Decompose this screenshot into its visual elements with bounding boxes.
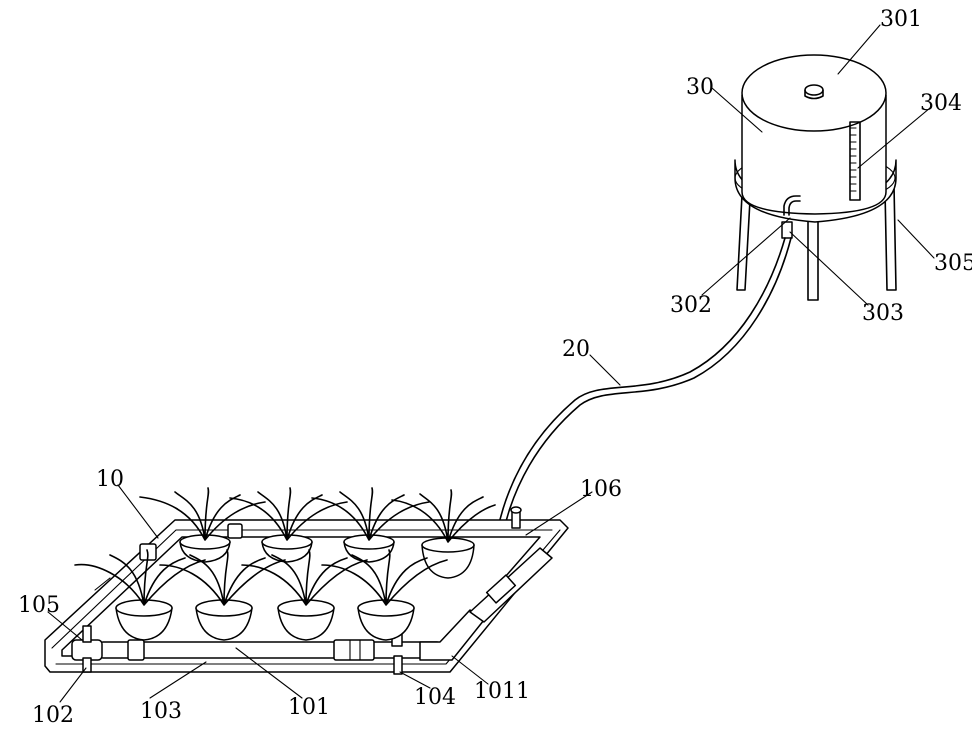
inlet-connector (485, 574, 517, 604)
label-support-stand: 305 (934, 251, 972, 276)
label-level-scale: 304 (920, 91, 962, 116)
label-plant-frame: 10 (96, 467, 124, 492)
label-outlet-valve: 303 (862, 301, 904, 326)
plant-rows (74, 487, 496, 641)
label-main-pipe: 101 (288, 695, 330, 720)
label-outlet-pipe: 302 (670, 293, 712, 318)
label-pipe-elbow: 1011 (474, 679, 530, 704)
main-pipe (99, 639, 441, 661)
label-tank-knob: 301 (880, 7, 922, 32)
label-valve: 104 (414, 685, 456, 710)
label-inlet-connector: 106 (580, 477, 622, 502)
tank-knob (804, 84, 824, 96)
outlet-valve (781, 221, 793, 239)
plant-pot (241, 549, 368, 641)
plant-pot (74, 549, 206, 641)
plant-pot (391, 489, 496, 579)
water-tank-assembly (734, 54, 897, 301)
part-labels: 301 30 304 305 302 303 20 10 106 105 102… (18, 7, 972, 728)
label-hose: 20 (562, 337, 590, 362)
plant-pot (159, 549, 286, 641)
level-scale (849, 121, 861, 201)
water-tank (741, 54, 887, 239)
plant-pot (321, 549, 448, 641)
label-tee-joint: 102 (32, 703, 74, 728)
leader-lines (47, 24, 935, 703)
plant-pot (311, 487, 430, 563)
label-side-pipe: 103 (140, 699, 182, 724)
label-end-cap: 105 (18, 593, 60, 618)
tee-joint (71, 625, 103, 673)
outlet-pipe (783, 195, 801, 216)
label-water-tank: 30 (686, 75, 714, 100)
